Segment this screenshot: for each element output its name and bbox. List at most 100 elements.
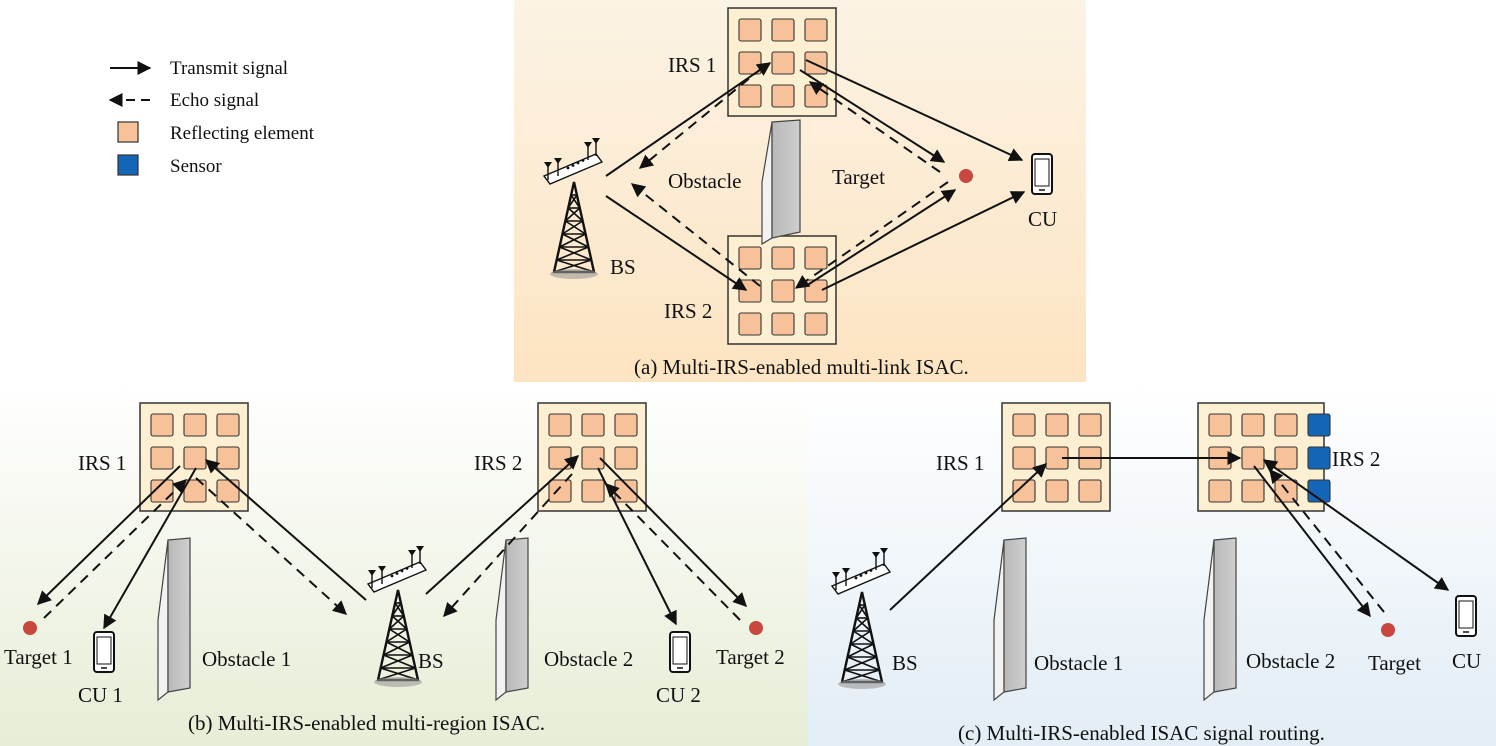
panel-a-arrow-bs-irs2 <box>605 195 748 291</box>
tower-brace <box>567 194 578 209</box>
panel-c-target-label: Target <box>1368 651 1421 675</box>
reflecting-element <box>150 413 174 437</box>
tower-brace <box>562 220 584 235</box>
panel-c-obstacle1-label: Obstacle 1 <box>1034 651 1123 675</box>
antenna-tip <box>592 138 600 144</box>
reflecting-element <box>216 413 240 437</box>
legend: Transmit signal Echo signal Reflecting e… <box>108 58 315 177</box>
panel-a-bs-tower <box>542 138 604 279</box>
reflecting-element <box>771 51 795 75</box>
panel-a-caption: (a) Multi-IRS-enabled multi-link ISAC. <box>634 355 969 379</box>
panel-c-irs2-label: IRS 2 <box>1332 447 1380 471</box>
panel-b-target2-label: Target 2 <box>716 645 785 669</box>
antenna-dot <box>395 572 399 575</box>
tower-brace <box>567 207 584 222</box>
panel-a-arrow-irs2-target <box>805 189 957 287</box>
panel-a-obstacle <box>761 119 801 246</box>
reflecting-element <box>804 279 828 303</box>
reflecting-element <box>150 446 174 470</box>
tower-brace <box>852 617 869 632</box>
tower-brace <box>855 604 866 619</box>
panel-a-echo-target-irs2 <box>794 181 949 289</box>
reflecting-element <box>614 446 638 470</box>
panel-b-obstacle2-label: Obstacle 2 <box>544 647 633 671</box>
antenna-tip <box>544 162 552 168</box>
reflecting-element <box>771 279 795 303</box>
panel-c-bs-label: BS <box>892 651 918 675</box>
legend-reflecting-label: Reflecting element <box>170 123 315 144</box>
tower-brace <box>383 641 410 656</box>
tower-shadow <box>374 677 422 687</box>
panel-c-obstacle2-label: Obstacle 2 <box>1246 649 1335 673</box>
reflecting-element <box>1208 479 1232 503</box>
reflecting-element <box>1241 446 1265 470</box>
reflecting-element <box>1012 446 1036 470</box>
antenna-tip <box>842 568 850 574</box>
panel-a-target-dot <box>959 169 973 183</box>
panel-c-arrow-bs-irs1 <box>889 463 1048 611</box>
panel-c-arrow-cu-irs2 <box>1262 459 1450 591</box>
tower-brace <box>388 615 405 630</box>
reflecting-element <box>804 312 828 336</box>
tower-brace <box>386 628 408 643</box>
panel-c-target-dot <box>1381 623 1395 637</box>
reflecting-element <box>581 413 605 437</box>
reflecting-element <box>581 446 605 470</box>
legend-echo-label: Echo signal <box>170 90 259 111</box>
reflecting-element <box>738 84 762 108</box>
antenna-dot <box>581 159 585 162</box>
panel-b-echo-irs2-bs <box>443 473 573 618</box>
reflecting-element <box>771 84 795 108</box>
tower-brace <box>380 654 413 669</box>
reflecting-element <box>1012 479 1036 503</box>
panel-b-irs1-label: IRS 1 <box>78 451 126 475</box>
reflecting-element <box>1241 479 1265 503</box>
panel-b-arrow-bs-irs1 <box>204 459 367 601</box>
panel-b-cu2-phone-icon <box>669 631 691 673</box>
panel-b-target1-label: Target 1 <box>4 645 73 669</box>
tower-brace <box>556 246 589 261</box>
tower-shadow <box>838 679 886 689</box>
antenna-dot <box>571 164 575 167</box>
antenna-dot <box>390 574 394 578</box>
legend-sensor-label: Sensor <box>170 156 222 177</box>
panel-b-obstacle1 <box>157 537 191 702</box>
tower-brace <box>847 656 880 671</box>
reflecting-element <box>183 413 207 437</box>
tower-brace <box>562 233 589 248</box>
reflecting-element <box>548 413 572 437</box>
panel-a-arrow-bs-irs1 <box>605 62 772 177</box>
panel-a-bs-label: BS <box>610 255 636 279</box>
tower-shadow <box>550 269 598 279</box>
panel-c-background <box>808 383 1496 746</box>
phone-screen <box>1458 600 1474 629</box>
panel-c-caption: (c) Multi-IRS-enabled ISAC signal routin… <box>958 721 1325 745</box>
antenna-tip <box>378 566 386 572</box>
antenna-panel <box>830 563 892 595</box>
panel-c-cu-label: CU <box>1452 649 1481 673</box>
reflecting-element <box>1241 413 1265 437</box>
panel-b: IRS 1 IRS 2 Obstacle 1 Obstacle 2 Target… <box>4 402 785 735</box>
panel-a: IRS 1 IRS 2 Obstacle Target BS CU (a) Mu… <box>542 7 1057 379</box>
tower-brace <box>858 604 869 619</box>
legend-transmit-label: Transmit signal <box>170 58 288 79</box>
tower-brace <box>564 207 581 222</box>
antenna-dot <box>869 569 873 572</box>
reflecting-element <box>804 51 828 75</box>
tower-brace <box>564 220 586 235</box>
antenna-tip <box>584 142 592 148</box>
panel-c-irs1-label: IRS 1 <box>936 451 984 475</box>
reflecting-element <box>771 18 795 42</box>
reflecting-element <box>1274 446 1298 470</box>
antenna-dot <box>576 161 580 165</box>
panel-a-irs1-label: IRS 1 <box>668 53 716 77</box>
panel-a-cu-phone-icon <box>1031 153 1053 195</box>
panel-b-target1-dot <box>23 621 37 635</box>
panel-b-arrow-irs1-cu1 <box>103 467 197 630</box>
antenna-panel <box>366 561 428 593</box>
panel-b-cu1-label: CU 1 <box>78 683 123 707</box>
reflecting-element <box>183 446 207 470</box>
reflecting-element <box>1078 413 1102 437</box>
antenna-dot <box>405 567 409 570</box>
